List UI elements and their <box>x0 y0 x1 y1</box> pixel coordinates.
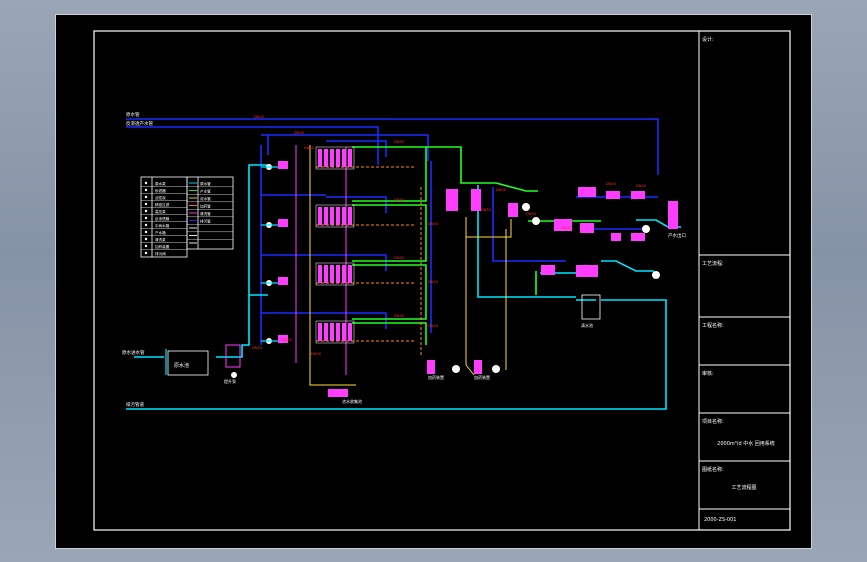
pipe-tag: DN50 <box>428 280 439 284</box>
legend-right-item: 清洗管 <box>200 211 211 216</box>
pipe-tag: DN50 <box>526 212 537 216</box>
legend-symbol-icon <box>144 251 148 255</box>
legend-left-item: 加药装置 <box>155 244 170 249</box>
legend-left-item: 反渗透膜 <box>155 216 170 221</box>
inlet-line-label: 原水进水管 <box>122 349 145 356</box>
title-cell-drawing: 图纸名称: <box>702 466 724 473</box>
pipe-tag: DN50 <box>394 256 405 260</box>
title-block <box>698 31 790 530</box>
title-cell-reviewer: 审核: <box>702 370 714 377</box>
legend-left-item: 精密过滤 <box>155 202 170 207</box>
membrane-skid <box>261 204 355 228</box>
legend-left-item: 活性炭 <box>155 195 166 200</box>
legend-left-item: 产水箱 <box>155 230 166 235</box>
legend-left-item: 中间水箱 <box>155 223 170 228</box>
product-label: 产水出口 <box>668 232 686 239</box>
legend-right-item: 产水管 <box>200 189 211 194</box>
title-cell-project: 工程名称: <box>702 322 724 329</box>
pipe-tag: DN50 <box>304 146 315 150</box>
top-line-label-2: 反渗透产水管 <box>126 120 153 127</box>
pipe-tag: DN50 <box>636 184 647 188</box>
legend-left-item: 砂滤器 <box>155 188 166 193</box>
membrane-skids <box>261 146 355 344</box>
legend-table <box>140 176 234 258</box>
outlet-label: 清水池 <box>581 322 593 328</box>
process-flow-diagram: 设计: 工艺流程: 工程名称: 审核: 项目名称: 2000m³/d 中水 回用… <box>93 30 791 531</box>
drawing-name: 工艺流程图 <box>731 484 756 491</box>
bottom-line-label: 排污管道 <box>126 401 144 408</box>
top-line-label-1: 原水管 <box>126 111 140 118</box>
clear-water-tank: 清水池 <box>581 294 601 328</box>
right-equipment-white <box>452 203 660 373</box>
title-cell-process: 工艺流程: <box>702 260 724 267</box>
project-name: 2000m³/d 中水 回用系统 <box>717 440 775 447</box>
yellow-pipe-network <box>309 145 512 386</box>
dosing-label-2: 加药装置 <box>474 374 490 380</box>
pipe-tag: DN50 <box>394 140 405 144</box>
legend-symbol-icon <box>144 181 148 185</box>
legend-right-item: 排污管 <box>200 219 211 224</box>
legend-left-item: 排污阀 <box>155 251 166 256</box>
drawing-number: 2000-ZS-001 <box>704 517 736 523</box>
title-cell-item: 项目名称: <box>702 418 724 425</box>
outer-border <box>93 30 791 531</box>
tank-label: 原水池 <box>174 362 189 369</box>
pipe-tag: DN50 <box>394 198 405 202</box>
membrane-skid <box>261 262 355 286</box>
legend-right-item: 加药管 <box>200 204 211 209</box>
dosing-units: 加药装置 加药装置 <box>427 360 490 380</box>
legend-left-item: 清洗泵 <box>155 237 166 242</box>
pipe-tag: DN50 <box>481 208 492 212</box>
legend-right-item: 浓水管 <box>200 196 211 201</box>
pipe-tag: DN50 <box>496 188 507 192</box>
pipe-tag: DN50 <box>294 131 305 135</box>
pipe-tag: DN50 <box>428 324 439 328</box>
pipe-tag: DN50 <box>561 226 572 230</box>
right-equipment <box>446 187 678 277</box>
green-pipe-network <box>352 146 601 345</box>
pipe-tag: DN50 <box>311 352 322 356</box>
legend-right-item: 原水管 <box>200 181 211 186</box>
legend-symbol-icon <box>144 188 148 192</box>
pump-label: 提升泵 <box>224 378 236 384</box>
pipe-tag: DN50 <box>428 222 439 226</box>
drawing-sheet: 设计: 工艺流程: 工程名称: 审核: 项目名称: 2000m³/d 中水 回用… <box>56 15 811 548</box>
title-cell-designer: 设计: <box>702 36 714 43</box>
membrane-skid <box>261 320 355 344</box>
legend-symbol-icon <box>144 195 148 199</box>
legend-symbol-icon <box>144 209 148 213</box>
dosing-label-1: 加药装置 <box>428 374 444 380</box>
concentrate-collector: 浓水收集池 <box>328 389 362 404</box>
legend-left-item: 高压泵 <box>155 209 166 214</box>
pipe-tag: DN50 <box>394 314 405 318</box>
legend-symbol-icon <box>144 202 148 206</box>
collector-label: 浓水收集池 <box>342 398 362 404</box>
lift-pump: 提升泵 <box>224 344 241 384</box>
legend-symbol-icon <box>144 237 148 241</box>
legend-symbol-icon <box>144 244 148 248</box>
raw-water-tank: 原水池 <box>165 349 209 376</box>
membrane-skid <box>261 146 355 170</box>
pipe-tag: DN50 <box>282 338 293 342</box>
pipe-tags: DN50DN50DN50DN50DN50DN50DN50DN50DN50DN50… <box>252 115 647 356</box>
legend-left-item: 原水泵 <box>155 181 166 186</box>
pipe-tag: DN50 <box>606 182 617 186</box>
pipe-tag: DN50 <box>254 115 265 119</box>
legend-symbol-icon <box>144 223 148 227</box>
pipe-tag: DN50 <box>252 346 263 350</box>
legend-symbol-icon <box>144 216 148 220</box>
legend-symbol-icon <box>144 230 148 234</box>
